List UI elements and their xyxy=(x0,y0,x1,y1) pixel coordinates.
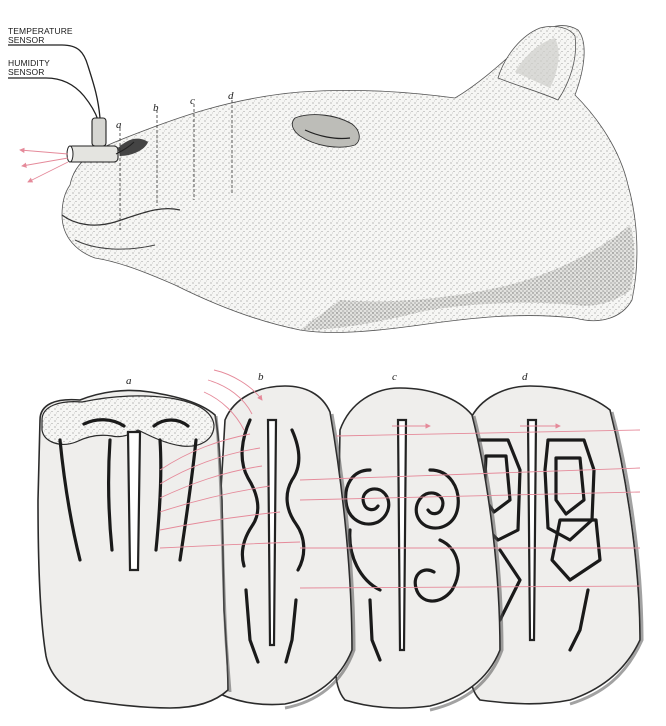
temperature-sensor-label-line2: SENSOR xyxy=(8,35,45,45)
cross-section-a xyxy=(38,390,230,708)
section-label-b: b xyxy=(258,371,264,383)
section-label-d: d xyxy=(522,371,528,383)
cross-section-b xyxy=(211,386,354,708)
top-section-label-c: c xyxy=(190,95,195,107)
top-section-label-d: d xyxy=(228,90,234,102)
cross-section-c xyxy=(335,388,502,710)
section-label-a: a xyxy=(126,375,132,387)
top-section-label-b: b xyxy=(153,102,159,114)
section-label-c: c xyxy=(392,371,397,383)
camel-head-illustration: a b c d TEMPERATURE SENSOR HUMIDITY SENS… xyxy=(8,26,637,333)
exhaled-air-arrows xyxy=(20,150,68,182)
humidity-sensor-label-line2: SENSOR xyxy=(8,67,45,77)
top-section-label-a: a xyxy=(116,119,122,131)
